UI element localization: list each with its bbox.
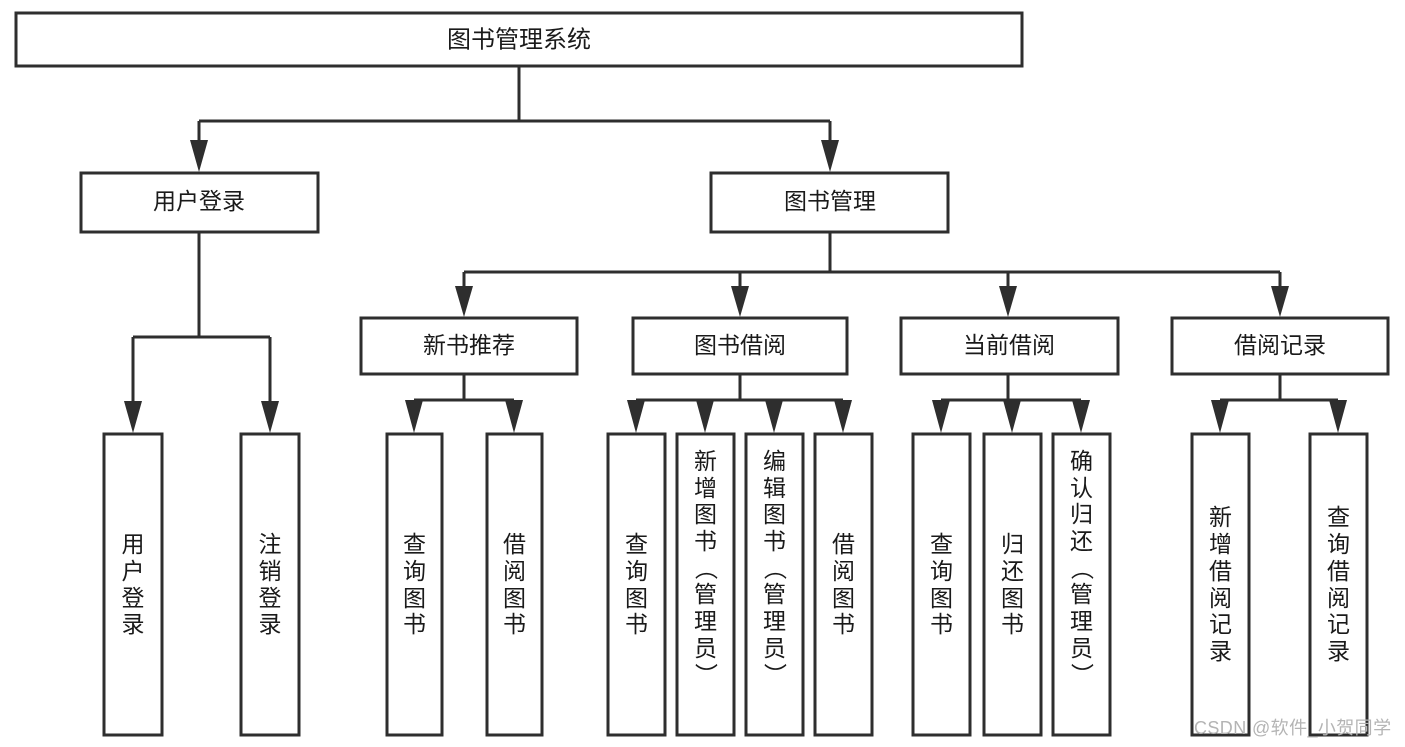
leaf-box-query-record[interactable] xyxy=(1308,432,1369,737)
node-book-borrow-box[interactable] xyxy=(631,316,849,376)
node-borrow-record-label: 借阅记录 xyxy=(1234,332,1326,358)
node-current-borrow[interactable]: 当前借阅 xyxy=(899,316,1120,376)
leaf-box-add-record[interactable] xyxy=(1190,432,1251,737)
arrowhead-current-borrow xyxy=(999,286,1017,317)
csdn-watermark: CSDN @软件_小贺同学 xyxy=(1194,718,1392,738)
arrowhead-leaf-add-record xyxy=(1211,400,1229,433)
leaf-box-logout[interactable] xyxy=(239,432,301,737)
arrowhead-borrow-record xyxy=(1271,286,1289,317)
arrowhead-leaf-query-book-1 xyxy=(405,400,423,433)
node-user-login-label: 用户登录 xyxy=(153,188,245,214)
leaf-box-add-book[interactable] xyxy=(675,432,736,737)
node-layer: 图书管理系统 用户登录 图书管理 新书推荐 图书借阅 当前 xyxy=(14,11,1390,737)
arrowhead-leaf-user-login xyxy=(124,401,142,433)
node-current-borrow-box[interactable] xyxy=(899,316,1120,376)
node-root-label: 图书管理系统 xyxy=(447,26,591,53)
node-new-book-recommend[interactable]: 新书推荐 xyxy=(359,316,579,376)
arrowhead-leaf-borrow-book-1 xyxy=(505,400,523,433)
node-book-management[interactable]: 图书管理 xyxy=(709,171,950,234)
node-borrow-record[interactable]: 借阅记录 xyxy=(1170,316,1390,376)
node-root-box[interactable] xyxy=(14,11,1024,68)
leaf-box-borrow-book-1[interactable] xyxy=(485,432,544,737)
leaf-box-query-book-1[interactable] xyxy=(385,432,444,737)
arrowhead-leaf-add-book xyxy=(696,400,714,433)
leaf-box-borrow-book-2[interactable] xyxy=(813,432,874,737)
leaf-box-return-book[interactable] xyxy=(982,432,1043,737)
arrowhead-leaf-borrow-book-2 xyxy=(834,400,852,433)
node-new-book-recommend-box[interactable] xyxy=(359,316,579,376)
node-book-management-label: 图书管理 xyxy=(784,188,876,214)
connector-layer xyxy=(124,66,1347,433)
leaf-box-edit-book[interactable] xyxy=(744,432,805,737)
arrowhead-new-book-rec xyxy=(455,286,473,317)
leaf-box-layer xyxy=(102,432,1369,737)
arrowhead-leaf-edit-book xyxy=(765,400,783,433)
node-new-book-recommend-label: 新书推荐 xyxy=(423,332,515,358)
arrowhead-leaf-logout xyxy=(261,401,279,433)
leaf-box-query-book-2[interactable] xyxy=(606,432,667,737)
node-user-login[interactable]: 用户登录 xyxy=(79,171,320,234)
arrowhead-leaf-confirm-return xyxy=(1072,400,1090,433)
node-borrow-record-box[interactable] xyxy=(1170,316,1390,376)
arrowhead-leaf-query-book-2 xyxy=(627,400,645,433)
arrowhead-book-borrow xyxy=(731,286,749,317)
leaf-box-user-login[interactable] xyxy=(102,432,164,737)
arrowhead-leaf-return-book xyxy=(1003,400,1021,433)
node-book-borrow[interactable]: 图书借阅 xyxy=(631,316,849,376)
node-root[interactable]: 图书管理系统 xyxy=(14,11,1024,68)
arrowhead-book-mgmt xyxy=(821,140,839,172)
node-book-management-box[interactable] xyxy=(709,171,950,234)
arrowhead-user-login xyxy=(190,140,208,172)
leaf-box-query-book-3[interactable] xyxy=(911,432,972,737)
leaf-box-confirm-return[interactable] xyxy=(1051,432,1112,737)
node-current-borrow-label: 当前借阅 xyxy=(963,332,1055,358)
arrowhead-leaf-query-book-3 xyxy=(932,400,950,433)
node-book-borrow-label: 图书借阅 xyxy=(694,332,786,358)
node-user-login-box[interactable] xyxy=(79,171,320,234)
arrowhead-leaf-query-record xyxy=(1329,400,1347,433)
